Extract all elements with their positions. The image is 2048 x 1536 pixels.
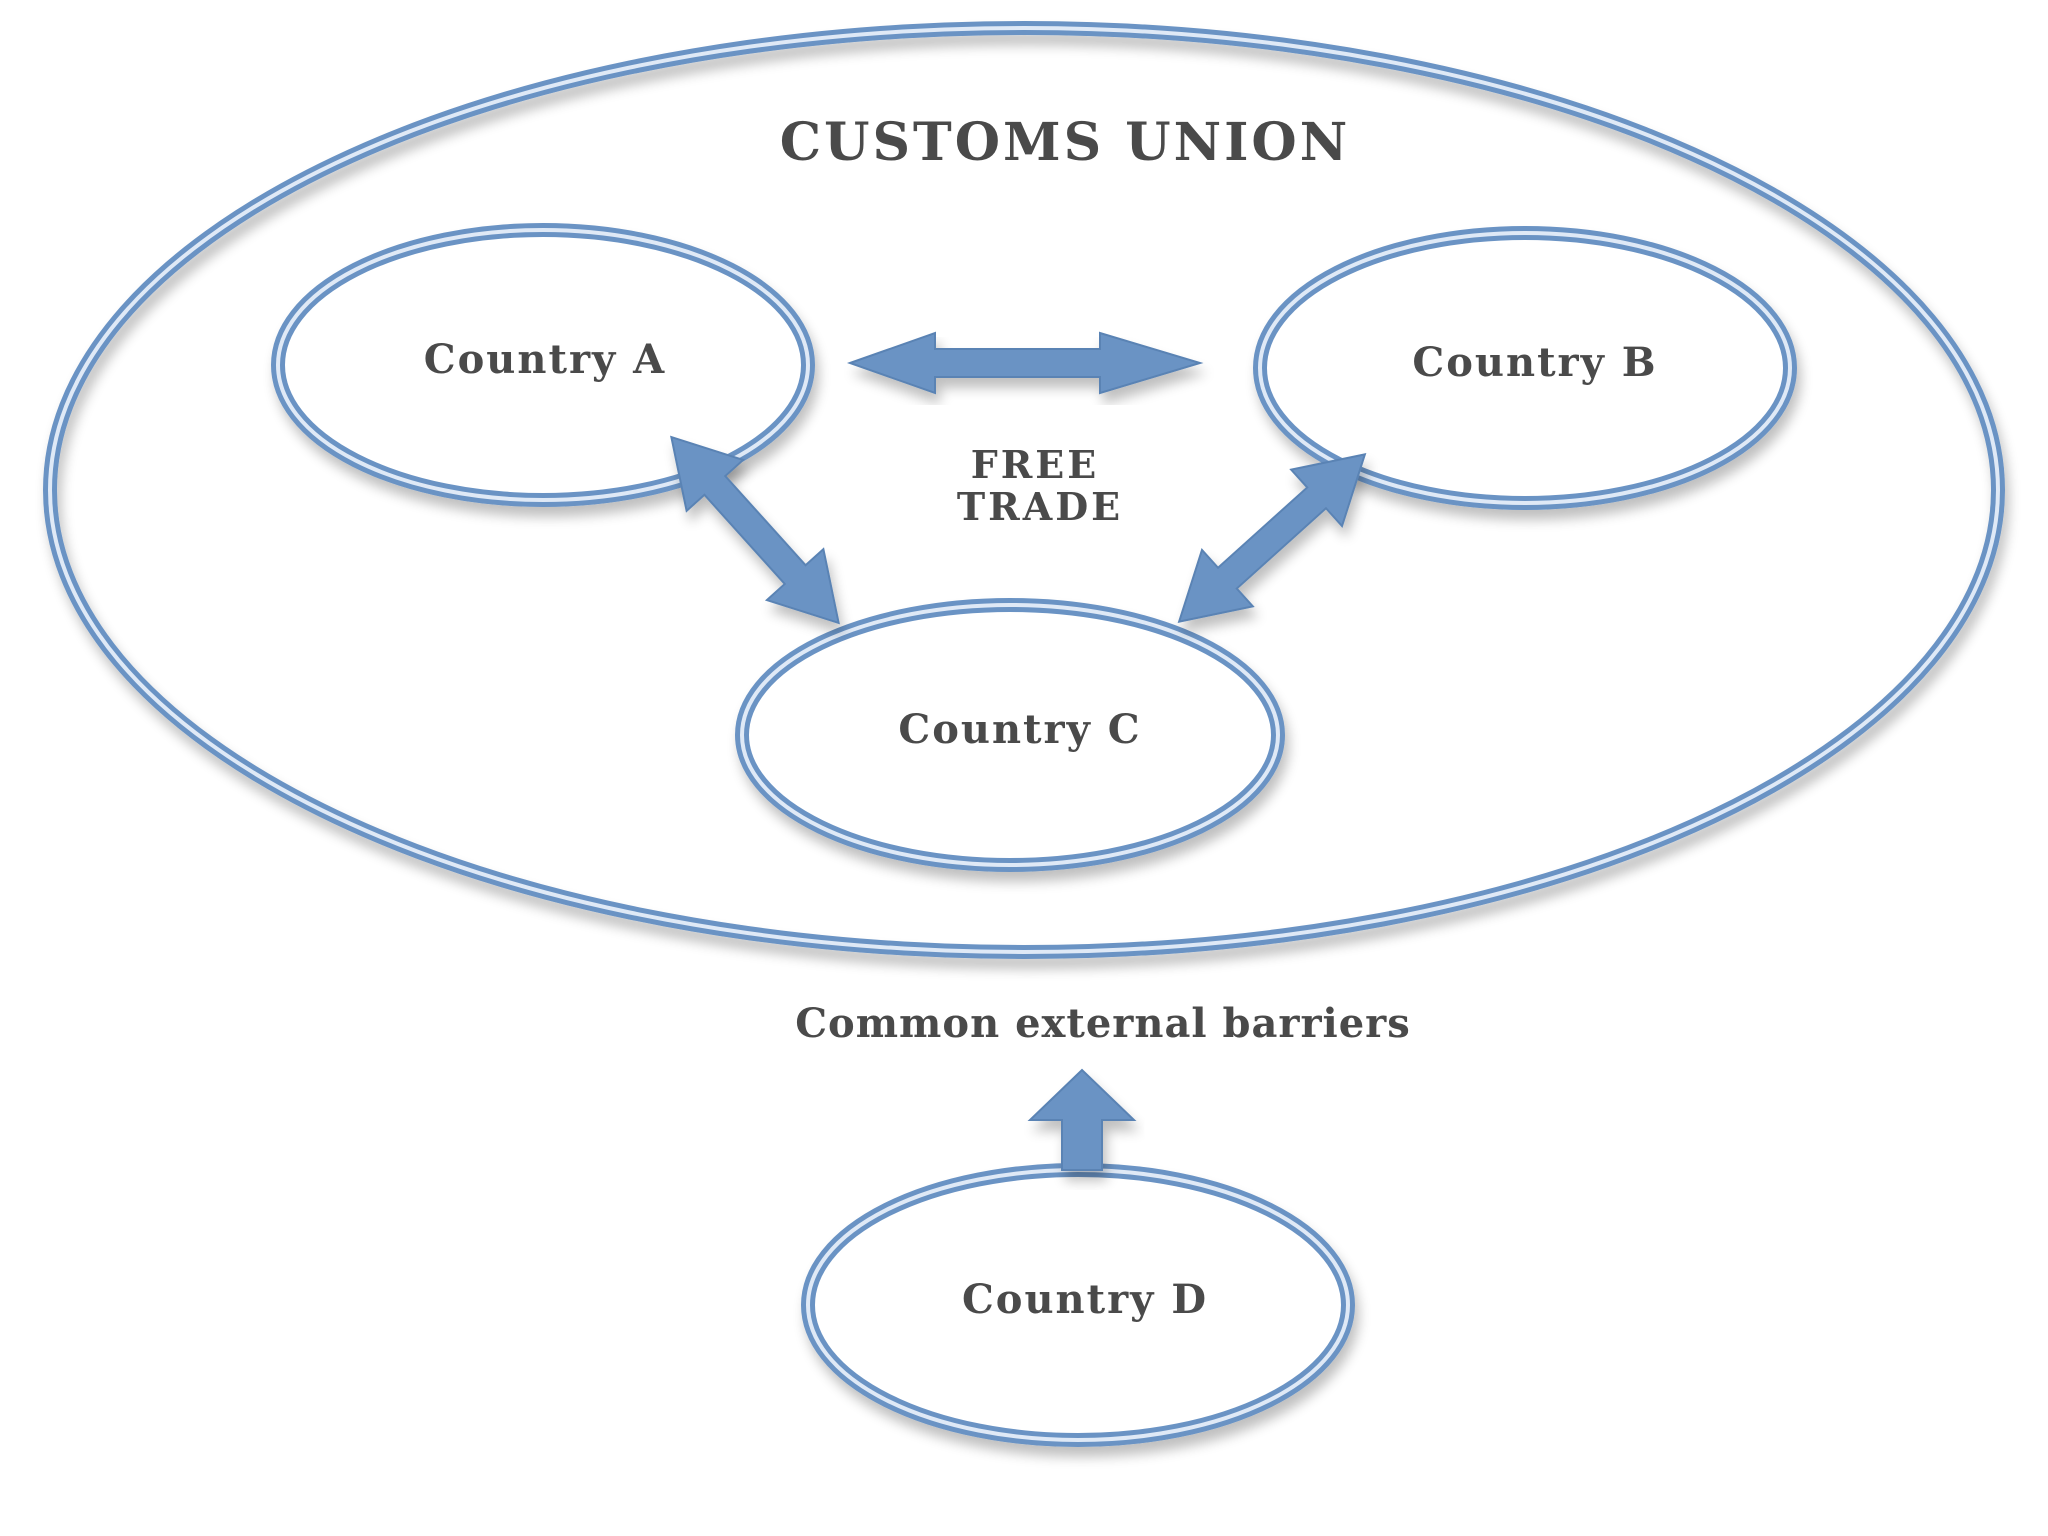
country-d-label: Country D (962, 1276, 1208, 1323)
country-c-label: Country C (898, 706, 1141, 753)
arrow-d-to-barriers (1027, 1068, 1137, 1171)
free-trade-label-line1: FREE (971, 442, 1100, 487)
common-external-barriers-label: Common external barriers (795, 1000, 1411, 1047)
free-trade-label-line2: TRADE (957, 484, 1123, 529)
trade-arrow-a-b (846, 331, 1204, 395)
trade-arrow-b-c (1177, 453, 1367, 623)
country-a-label: Country A (424, 336, 666, 383)
country-b-label: Country B (1412, 339, 1657, 386)
country-b-node: Country B (1253, 226, 1797, 510)
diagram-title: CUSTOMS UNION (780, 112, 1351, 173)
country-c-node: Country C (735, 598, 1285, 872)
country-a-node: Country A (271, 223, 815, 507)
customs-union-boundary (43, 21, 2005, 959)
trade-arrow-a-c (670, 435, 840, 625)
country-d-node: Country D (801, 1163, 1355, 1447)
